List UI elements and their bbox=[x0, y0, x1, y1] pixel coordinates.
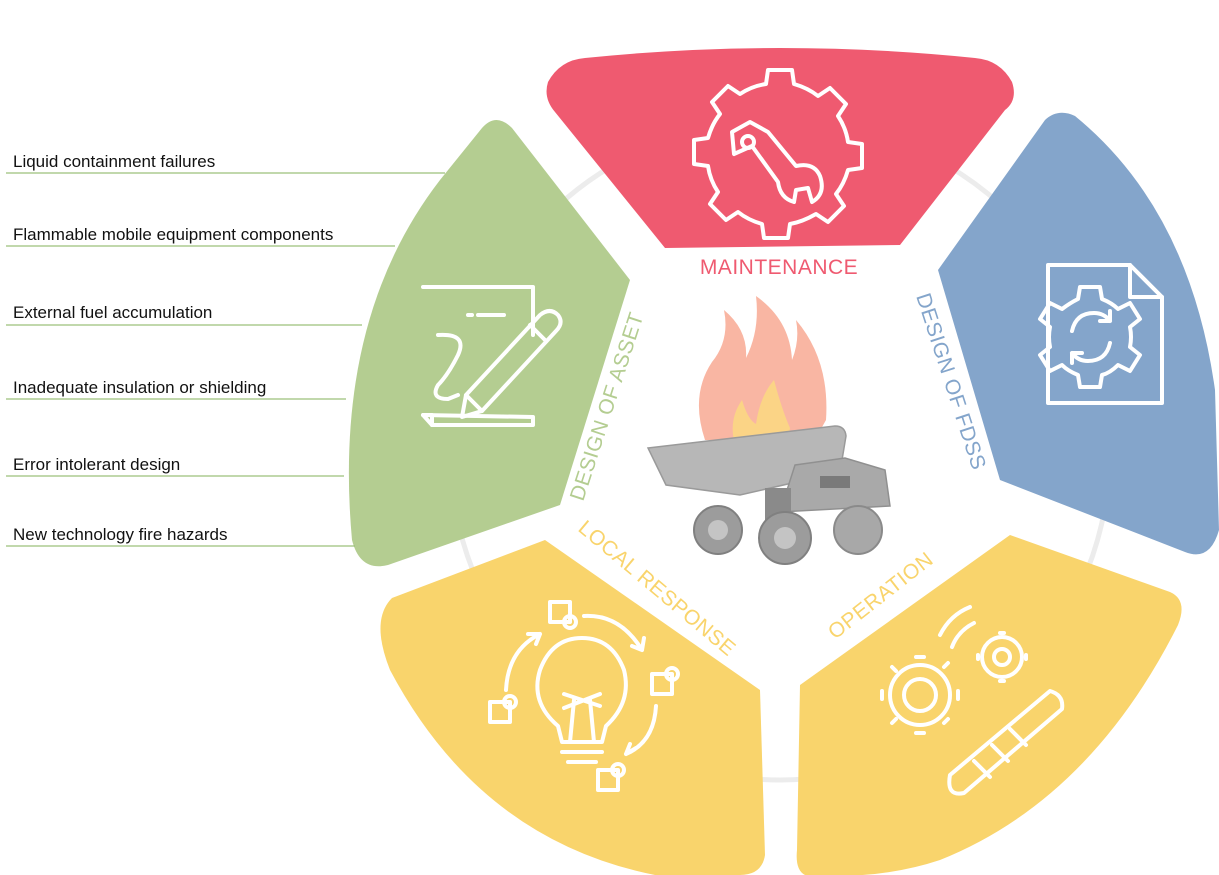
hazard-label: New technology fire hazards bbox=[13, 525, 228, 544]
hazard-label: External fuel accumulation bbox=[13, 303, 212, 322]
document-pencil-icon bbox=[421, 285, 563, 427]
gear-wrench-icon bbox=[692, 68, 864, 240]
design-fdss-wedge bbox=[938, 112, 1219, 555]
segment-operation: OPERATION bbox=[796, 535, 1182, 875]
hazard-label: Inadequate insulation or shielding bbox=[13, 378, 266, 397]
segment-design-asset: DESIGN OF ASSET bbox=[348, 120, 648, 567]
flame-outer bbox=[698, 296, 827, 445]
truck-window bbox=[820, 476, 850, 488]
lightbulb-process-icon bbox=[488, 600, 680, 792]
hazard-item: Error intolerant design bbox=[6, 455, 344, 477]
flame-inner bbox=[732, 380, 790, 448]
segment-design-fdss: DESIGN OF FDSS bbox=[911, 112, 1219, 555]
hazard-item: Flammable mobile equipment components bbox=[6, 225, 395, 247]
burning-mining-truck-icon bbox=[646, 296, 891, 565]
hazard-item: New technology fire hazards bbox=[6, 525, 355, 547]
truck-wheel-front-hub bbox=[774, 527, 796, 549]
segment-local-response: LOCAL RESPONSE bbox=[380, 516, 765, 875]
gears-lever-icon bbox=[880, 605, 1065, 796]
hazard-item: External fuel accumulation bbox=[6, 303, 362, 326]
hazard-item: Liquid containment failures bbox=[6, 152, 445, 174]
hazard-label: Liquid containment failures bbox=[13, 152, 215, 171]
truck-wheel-rear-hub bbox=[708, 520, 728, 540]
operation-wedge bbox=[796, 535, 1182, 875]
document-gear-icon bbox=[1038, 263, 1164, 405]
hazard-list: Liquid containment failures Flammable mo… bbox=[6, 152, 445, 547]
maintenance-label: MAINTENANCE bbox=[700, 256, 858, 279]
hazard-label: Error intolerant design bbox=[13, 455, 180, 474]
truck-wheel-front-right bbox=[833, 505, 883, 555]
design-asset-wedge bbox=[348, 120, 630, 567]
hazard-label: Flammable mobile equipment components bbox=[13, 225, 333, 244]
hazard-item: Inadequate insulation or shielding bbox=[6, 378, 346, 400]
segment-maintenance: MAINTENANCE bbox=[546, 48, 1014, 279]
